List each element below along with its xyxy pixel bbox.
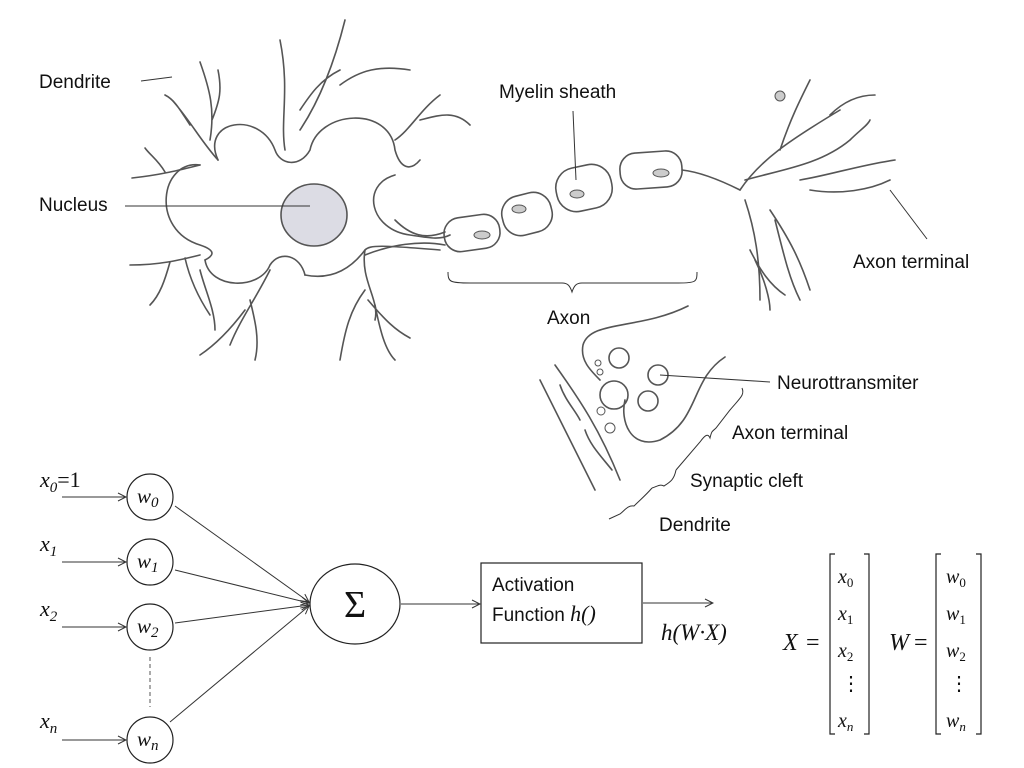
leader-neurotransmitter [659, 374, 771, 383]
bracket-right [976, 553, 982, 735]
svg-text:wn: wn [946, 710, 966, 734]
activation-label-line1: Activation [492, 575, 574, 596]
neuron-sketch [129, 19, 896, 361]
weight-w1: w1 [137, 549, 159, 576]
weight-node-1 [126, 538, 174, 586]
label-axon: Axon [547, 308, 590, 329]
vector-W-entries: w0 w1 w2 ⋮ wn [946, 566, 969, 734]
svg-text:⋮: ⋮ [841, 673, 861, 695]
vector-X-entries: x0 x1 x2 ⋮ xn [837, 566, 861, 734]
synapse-labels: Neurottransmiter Axon terminal Synaptic … [608, 373, 919, 536]
nucleus [280, 183, 348, 247]
svg-text:x0: x0 [837, 566, 853, 590]
neuron-labels: Dendrite Nucleus Myelin sheath Axon Axon… [39, 72, 969, 329]
leader-dendrite [140, 76, 173, 82]
input-row-1: x1 w1 [39, 531, 174, 586]
label-myelin-sheath: Myelin sheath [499, 82, 616, 103]
vector-X-name: X [782, 630, 799, 656]
vector-W-name: W [889, 630, 911, 656]
vector-X: X = x0 x1 x2 ⋮ xn [782, 553, 870, 735]
input-row-0: x0=1 w0 [39, 467, 174, 521]
input-x2: x2 [39, 596, 58, 625]
svg-text:⋮: ⋮ [949, 673, 969, 695]
output-expression: h(W·X) [661, 620, 727, 645]
input-row-n: xn wn [39, 708, 174, 764]
label-synapse-dendrite: Dendrite [659, 515, 731, 536]
label-axon-terminal: Axon terminal [853, 252, 969, 273]
weight-node-2 [126, 603, 174, 651]
activation-box [480, 562, 643, 644]
bracket-right [864, 553, 870, 735]
weight-w2: w2 [137, 614, 159, 641]
brace-axon-terminal [675, 387, 744, 471]
label-synaptic-cleft: Synaptic cleft [690, 471, 804, 492]
weighted-edges [169, 505, 309, 723]
input-xn: xn [39, 708, 57, 737]
axon-brace [447, 271, 698, 294]
svg-text:w2: w2 [946, 640, 966, 664]
leader-myelin [572, 110, 577, 181]
svg-text:x1: x1 [837, 603, 853, 627]
perceptron: x0=1 w0 x1 w1 x2 w2 xn wn [39, 467, 727, 764]
svg-text:x2: x2 [837, 640, 853, 664]
weight-w0: w0 [137, 484, 159, 511]
weight-node-0 [126, 473, 174, 521]
sum-node [309, 563, 401, 645]
axon-sketch [364, 150, 741, 256]
label-dendrite: Dendrite [39, 72, 111, 93]
svg-text:w1: w1 [946, 603, 966, 627]
synapse-sketch [539, 305, 726, 491]
myelin-segments [443, 150, 683, 253]
vector-X-equals: = [806, 630, 820, 656]
brace-synaptic-cleft [651, 469, 677, 489]
axon-terminal-sketch [739, 79, 896, 311]
svg-text:w0: w0 [946, 566, 966, 590]
weight-node-n [126, 716, 174, 764]
svg-text:xn: xn [837, 710, 853, 734]
label-neurotransmitter: Neurottransmiter [777, 373, 919, 394]
activation-label-line2: Function h() [492, 601, 596, 626]
label-synapse-axon-terminal: Axon terminal [732, 423, 848, 444]
vector-W-equals: = [914, 630, 928, 656]
weight-wn: wn [137, 727, 159, 754]
sum-symbol: Σ [344, 584, 366, 626]
brace-dendrite [608, 487, 653, 520]
leader-axon-terminal [889, 189, 928, 240]
bracket-left [935, 553, 941, 735]
input-x1: x1 [39, 531, 57, 560]
bracket-left [829, 553, 835, 735]
cell-body [165, 117, 451, 321]
dendrites [129, 19, 471, 361]
input-row-2: x2 w2 [39, 596, 174, 651]
vector-W: W = w0 w1 w2 ⋮ wn [889, 553, 982, 735]
label-nucleus: Nucleus [39, 195, 108, 216]
input-x0: x0=1 [39, 467, 81, 496]
